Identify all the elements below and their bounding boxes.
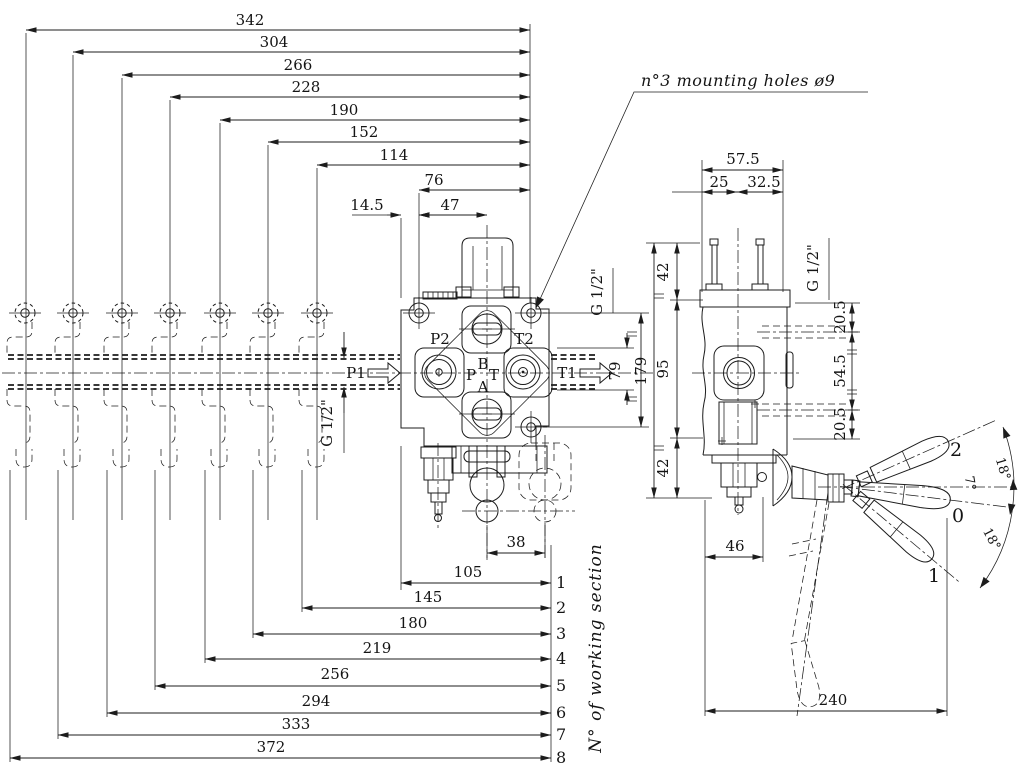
dim-228: 228 — [292, 78, 321, 96]
port-label-p: P — [466, 366, 476, 384]
side-bolts — [705, 238, 769, 291]
dim-105: 105 — [454, 563, 483, 581]
dim-42-top: 42 — [654, 262, 672, 281]
phantom-sections — [6, 302, 598, 468]
section-number-8: 8 — [556, 748, 566, 767]
dim-333: 333 — [282, 715, 311, 733]
dim-76: 76 — [424, 171, 443, 189]
thread-label-p1: G 1/2" — [318, 399, 336, 447]
port-label-p2: P2 — [430, 330, 450, 348]
dim-256: 256 — [321, 665, 350, 683]
section-number-labels: 1 2 3 4 5 6 7 8 — [556, 573, 566, 767]
port-label-b: B — [477, 355, 488, 373]
thread-labels: G 1/2" G 1/2" G 1/2" — [318, 244, 822, 447]
thread-label-t1: G 1/2" — [588, 268, 606, 316]
dim-95: 95 — [654, 359, 672, 378]
lever-position-down-phantom — [788, 491, 830, 717]
dimension-lines — [9, 27, 948, 761]
dim-54_5: 54.5 — [831, 354, 849, 387]
dim-38: 38 — [506, 533, 525, 551]
port-label-t1: T1 — [557, 364, 577, 382]
dim-266: 266 — [284, 56, 313, 74]
port-label-p1: P1 — [346, 364, 366, 382]
lever-position-0 — [840, 479, 1011, 510]
lever-position-1-label: 1 — [928, 565, 940, 587]
section-number-3: 3 — [556, 624, 566, 643]
dim-25: 25 — [709, 173, 728, 191]
thread-label-side: G 1/2" — [804, 244, 822, 292]
port-label-t2: T2 — [514, 330, 534, 348]
lever-assembly — [757, 419, 1018, 717]
dim-219: 219 — [363, 639, 392, 657]
dim-372: 372 — [257, 738, 286, 756]
section-number-5: 5 — [556, 676, 566, 695]
dim-20_5-top: 20.5 — [831, 300, 849, 333]
lever-labels: 2 0 1 18° 7° 18° — [928, 439, 1013, 587]
section-number-1: 1 — [556, 573, 566, 592]
equal-marks — [627, 293, 857, 451]
flow-arrow-t1 — [579, 361, 613, 385]
dim-240: 240 — [819, 691, 848, 709]
extension-lines — [9, 24, 948, 762]
section-number-6: 6 — [556, 703, 566, 722]
lever-angle-18-top: 18° — [992, 456, 1013, 482]
dim-180: 180 — [399, 614, 428, 632]
dim-190: 190 — [330, 101, 359, 119]
lever-position-2-label: 2 — [950, 439, 962, 461]
dim-179: 179 — [632, 357, 650, 386]
dim-114: 114 — [380, 146, 409, 164]
section-number-2: 2 — [556, 598, 566, 617]
section-number-4: 4 — [556, 649, 566, 668]
port-label-t: T — [489, 366, 499, 384]
dim-57_5: 57.5 — [726, 150, 759, 168]
mounting-holes-leader — [532, 91, 868, 310]
lever-position-1 — [842, 484, 962, 584]
dim-20_5-bottom: 20.5 — [831, 407, 849, 440]
dim-42-bottom: 42 — [654, 458, 672, 477]
dim-46: 46 — [725, 537, 744, 555]
dim-145: 145 — [414, 588, 443, 606]
dim-342: 342 — [236, 11, 265, 29]
lever-angle-arc — [976, 425, 1018, 591]
dim-14_5: 14.5 — [350, 196, 383, 214]
dim-79: 79 — [606, 361, 624, 380]
dim-152: 152 — [350, 123, 379, 141]
port-labels: P2 T2 B P T A P1 T1 — [346, 330, 577, 396]
section-number-7: 7 — [556, 725, 566, 744]
lever-angle-7: 7° — [961, 475, 978, 492]
lever-angle-18-bottom: 18° — [979, 526, 1003, 553]
lever-position-2 — [842, 419, 997, 489]
dim-47: 47 — [440, 196, 459, 214]
working-section-axis-label: N° of working section — [586, 543, 606, 753]
dim-32_5: 32.5 — [747, 173, 780, 191]
front-view — [367, 225, 613, 560]
mounting-holes-note: n°3 mounting holes ø9 — [641, 71, 835, 90]
dimension-texts: 342 304 266 228 190 152 114 76 14.5 47 1… — [236, 11, 849, 756]
lever-position-0-label: 0 — [952, 505, 964, 527]
port-label-a: A — [477, 378, 489, 396]
dim-294: 294 — [302, 692, 331, 710]
dim-304: 304 — [260, 33, 289, 51]
side-view — [699, 228, 860, 515]
flow-arrow-p1 — [367, 361, 401, 385]
